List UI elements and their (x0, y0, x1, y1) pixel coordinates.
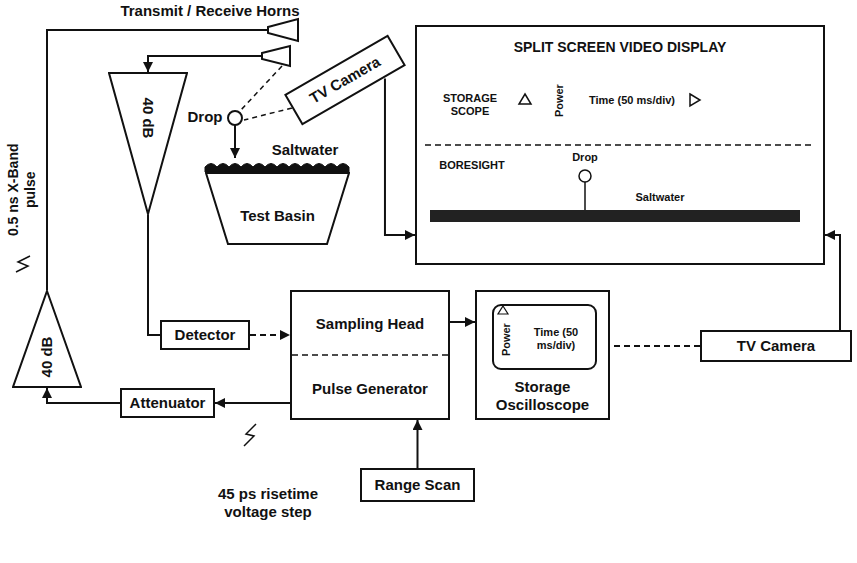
node-text: Sampling Head (295, 315, 445, 333)
drop-arrow (234, 125, 236, 158)
node-text: Range Scan (366, 476, 469, 494)
connector (148, 215, 160, 335)
saltwater-strip (430, 210, 800, 222)
label-text: BORESIGHT (427, 159, 517, 172)
signal-symbol (16, 256, 30, 272)
connector (215, 402, 290, 404)
label-text: 45 ps risetime voltage step (203, 485, 333, 521)
horn-antenna (268, 19, 298, 41)
camera-sight-line (244, 108, 292, 120)
attenuator-box: Attenuator (120, 388, 215, 418)
connector (610, 345, 700, 347)
divider-line (292, 354, 448, 356)
video-display: SPLIT SCREEN VIDEO DISPLAY (415, 25, 825, 265)
node-text: Power (500, 314, 513, 364)
label-text: Time (50 ms/div) (587, 94, 677, 107)
range-scan-box: Range Scan (360, 468, 475, 502)
amplifier-triangle: 40 dB (12, 290, 82, 388)
saltwater-surface (205, 164, 349, 173)
label-text: Drop (565, 151, 605, 164)
node-text: Detector (166, 326, 244, 344)
trace-marker (519, 94, 531, 104)
camera-box: TV Camera (700, 330, 852, 362)
trace-marker (498, 306, 508, 314)
node-text: TV Camera (706, 337, 846, 355)
test-basin: Test Basin (205, 172, 350, 245)
node-outline (108, 72, 188, 215)
node-outline (206, 173, 349, 244)
node-text: Test Basin (218, 207, 338, 225)
label-text: 0.5 ns X-Band pulse (5, 130, 39, 250)
connector (47, 388, 120, 403)
label-text: Saltwater (620, 191, 700, 204)
connector (825, 235, 840, 330)
label-text: STORAGE SCOPE (433, 92, 508, 118)
oscilloscope-box: Storage Oscilloscope Power Time (50 ms/div… (475, 290, 610, 420)
connector (250, 334, 290, 336)
node-text: Storage Oscilloscope (483, 378, 603, 414)
trace-marker (690, 94, 700, 106)
amplifier-triangle: 40 dB (108, 72, 188, 215)
node-outline (109, 73, 187, 214)
split-line (425, 144, 815, 146)
beam-line (240, 66, 282, 111)
node-text: Time (50 ms/div) (519, 326, 593, 352)
node-text: Pulse Generator (295, 380, 445, 398)
node-text: SPLIT SCREEN VIDEO DISPLAY (420, 39, 820, 56)
connector (385, 78, 415, 235)
camera-box: TV Camera (284, 34, 406, 125)
drop-symbol (228, 111, 242, 125)
node-text: TV Camera (294, 45, 397, 115)
scope-screen: Power Time (50 ms/div) (492, 304, 597, 370)
detector-box: Detector (160, 320, 250, 350)
horn-antenna (262, 46, 290, 66)
label-text: Transmit / Receive Horns (95, 2, 325, 20)
label-text: Drop (184, 108, 226, 126)
transmit-wire (47, 30, 268, 290)
drop-symbol (579, 170, 591, 182)
label-text: Saltwater (260, 141, 350, 159)
node-text: Attenuator (126, 394, 209, 412)
node-text: 40 dB (38, 322, 56, 392)
node-text: 40 dB (139, 78, 157, 158)
signal-symbol (244, 424, 256, 446)
connector (417, 420, 419, 468)
drop-stem (584, 182, 586, 210)
receive-wire (148, 56, 262, 72)
connector (450, 321, 475, 323)
sampler-box: Sampling HeadPulse Generator (290, 290, 450, 420)
label-text: Power (553, 75, 566, 125)
